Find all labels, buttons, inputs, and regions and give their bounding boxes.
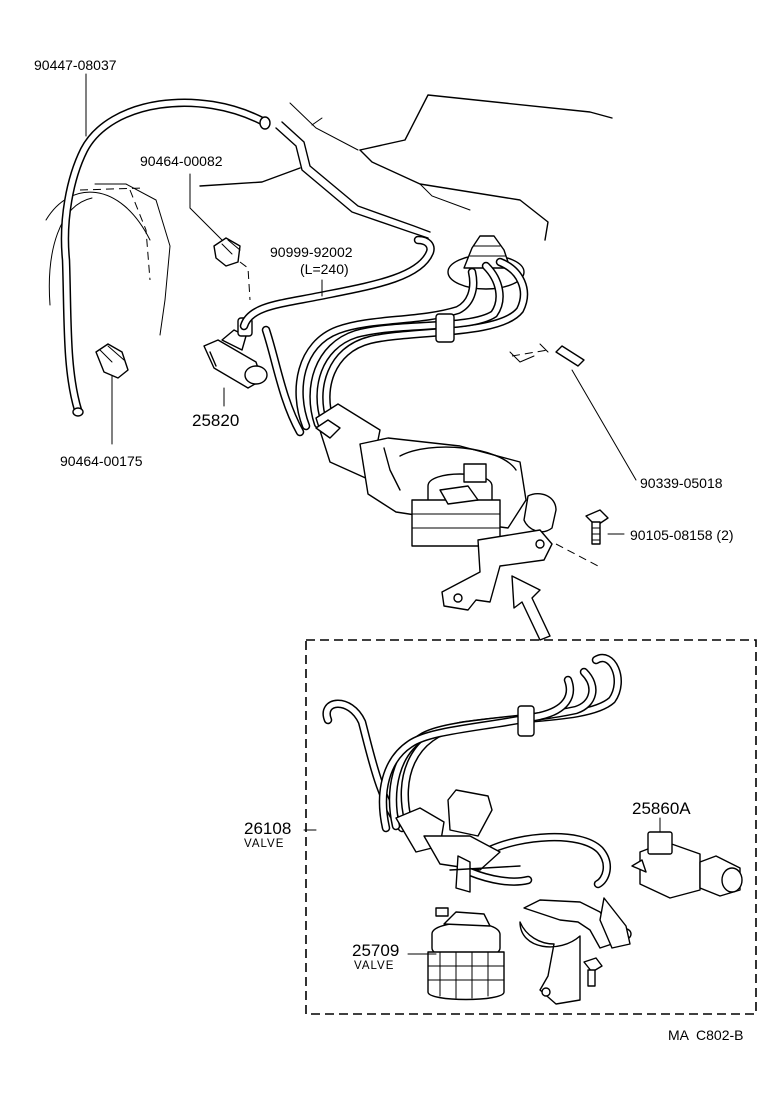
hose-90447-08037 [60, 98, 271, 417]
main-valve-assy [315, 403, 599, 611]
detail-hoses [322, 653, 622, 889]
label-90464-00082: 90464-00082 [140, 153, 223, 169]
valve-25709 [427, 907, 505, 1001]
label-90339-05018: 90339-05018 [640, 475, 723, 491]
label-25709-desc: VALVE [354, 960, 394, 972]
bracket-detail [519, 897, 632, 1005]
valve-26108 [395, 789, 521, 893]
bolt-90105-08158 [585, 509, 609, 545]
hose-90999-92002 [239, 235, 435, 331]
vsv-25820 [203, 317, 268, 389]
hose-bundle-upper [261, 257, 529, 437]
metal-pipes [275, 121, 431, 239]
label-25709: 25709 [352, 941, 399, 960]
leader-lines [85, 73, 661, 955]
clip-90464-00082 [213, 237, 251, 301]
label-26108: 26108 [244, 819, 291, 838]
pin-90339-05018 [509, 343, 585, 367]
detail-arrow [511, 575, 551, 641]
clip-90464-00175 [95, 343, 129, 379]
label-90447-08037: 90447-08037 [34, 57, 117, 73]
reference-code: MA C802-B [668, 1027, 743, 1043]
label-25820: 25820 [192, 411, 239, 430]
bolt-detail [583, 957, 603, 987]
engine-outline [45, 94, 613, 336]
detail-box [305, 639, 757, 1015]
label-90105-08158: 90105-08158 (2) [630, 527, 734, 543]
label-90999-92002: 90999-92002 [270, 244, 353, 260]
vsv-25860a [631, 831, 743, 899]
label-90999-length: (L=240) [300, 261, 349, 277]
label-90464-00175: 90464-00175 [60, 453, 143, 469]
label-26108-desc: VALVE [244, 838, 284, 850]
label-25860a: 25860A [632, 799, 691, 818]
